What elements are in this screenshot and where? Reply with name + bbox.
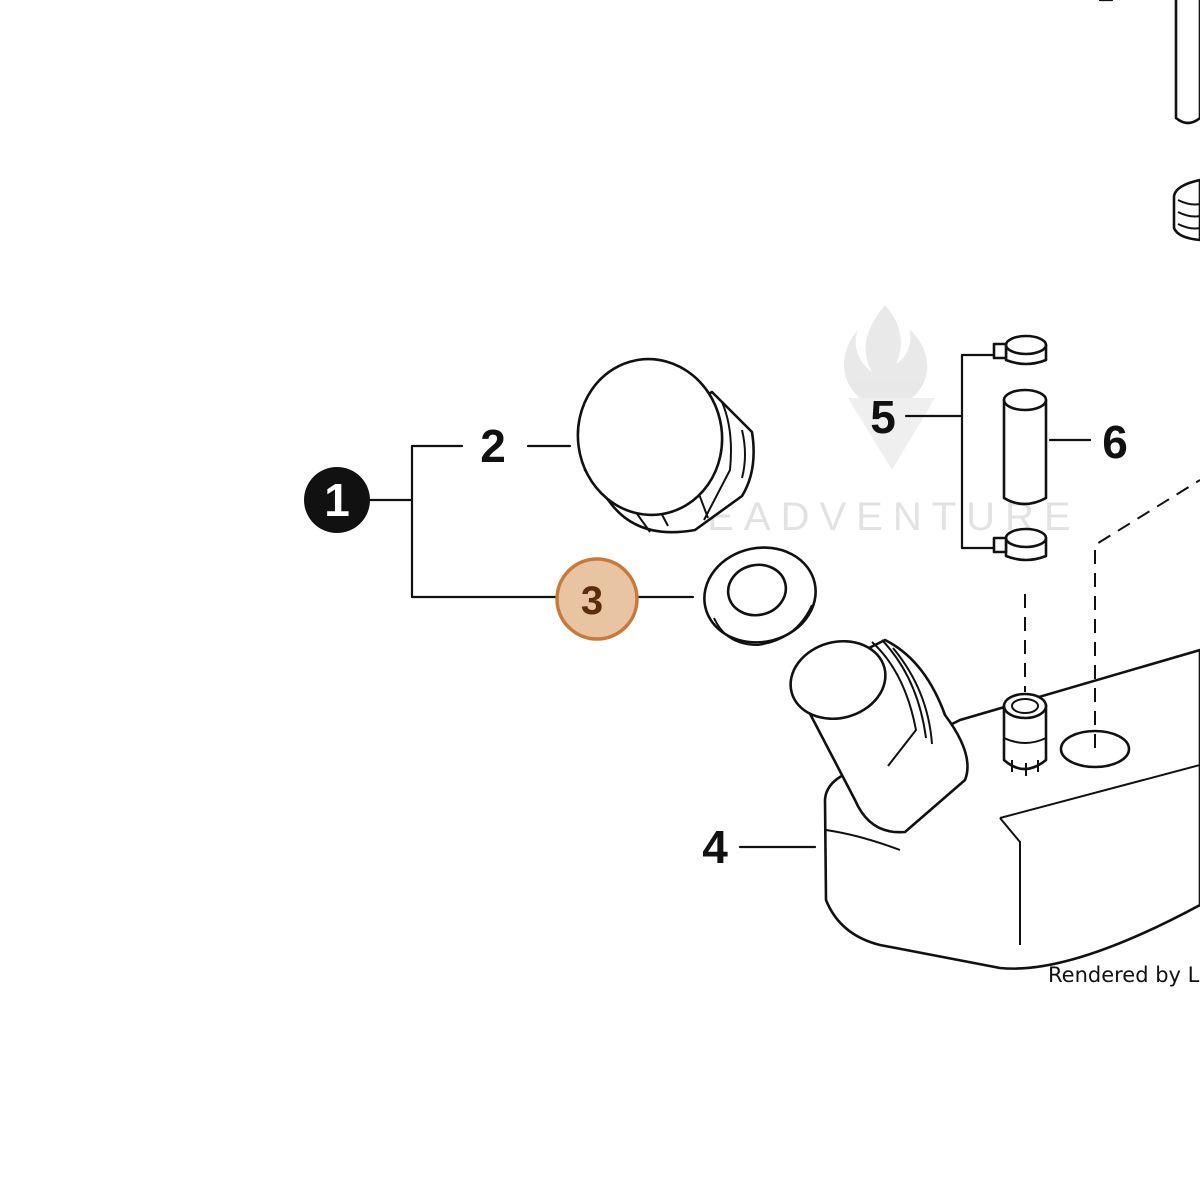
callout-1-label: 1 <box>324 474 350 526</box>
flame-logo-icon <box>844 305 935 470</box>
leader-lines <box>368 353 1092 849</box>
callout-5[interactable]: 5 <box>870 391 896 443</box>
callout-6[interactable]: 6 <box>1102 416 1128 468</box>
callout-6-label: 6 <box>1102 416 1128 468</box>
clamp-top-part <box>992 334 1048 366</box>
watermark: LEADVENTURE <box>675 305 1081 539</box>
callout-5-label: 5 <box>870 391 896 443</box>
callout-4-label: 4 <box>702 821 728 873</box>
partial-rod-part <box>1098 0 1200 125</box>
oil-filter-part <box>576 357 755 534</box>
callout-4[interactable]: 4 <box>702 821 728 873</box>
callout-3-label: 3 <box>581 579 603 623</box>
gasket-part <box>703 546 817 647</box>
rendered-by-credit: Rendered by LeadV <box>1048 963 1200 987</box>
housing-part <box>789 638 1200 970</box>
callout-2[interactable]: 2 <box>480 420 506 472</box>
clamp-bottom-part <box>992 527 1048 562</box>
partial-spring-part <box>1172 178 1200 242</box>
callout-2-label: 2 <box>480 420 506 472</box>
callout-3-highlighted[interactable]: 3 <box>555 557 639 641</box>
callout-1[interactable]: 1 <box>304 467 370 533</box>
watermark-text: LEADVENTURE <box>675 495 1081 539</box>
assembly-lines <box>1024 479 1200 748</box>
hose-part <box>1002 388 1048 506</box>
